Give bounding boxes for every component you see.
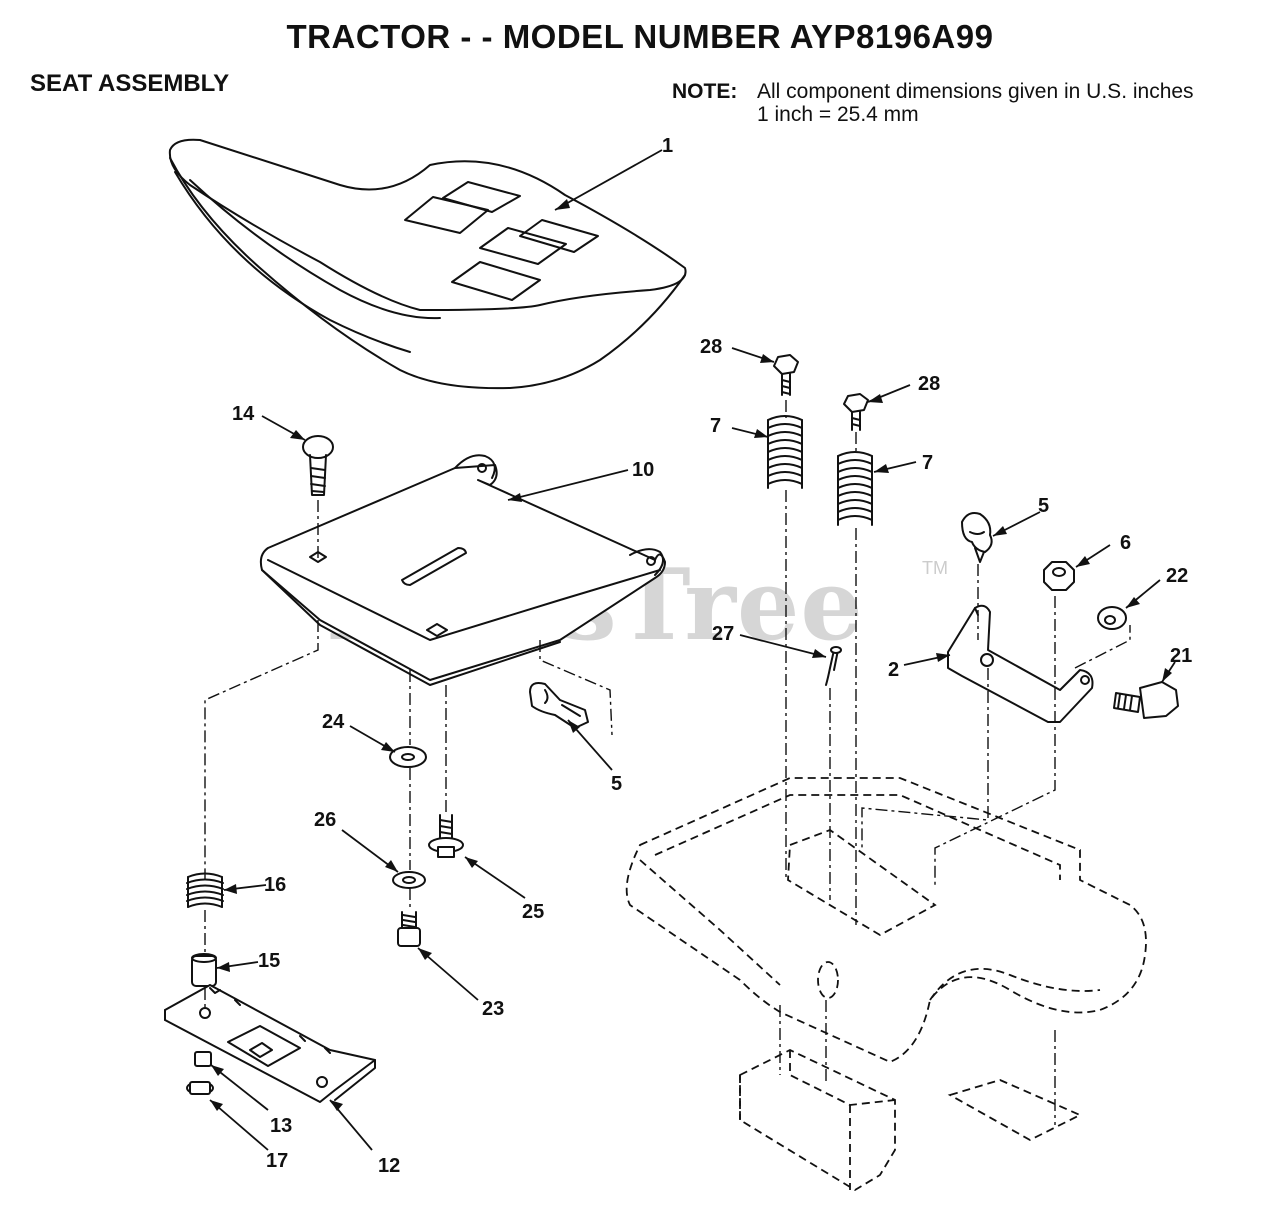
nut-part-13 xyxy=(194,1051,212,1067)
callout-10: 10 xyxy=(632,459,654,481)
seat-pan-part-10 xyxy=(259,454,666,686)
section-title: SEAT ASSEMBLY xyxy=(30,70,230,97)
leader-arrows xyxy=(210,199,1172,1111)
callout-13: 13 xyxy=(270,1115,292,1137)
callout-22: 22 xyxy=(1166,565,1188,587)
callout-24: 24 xyxy=(322,711,345,733)
washer-part-22 xyxy=(1097,606,1127,630)
callout-5-left: 5 xyxy=(611,773,622,795)
callout-27: 27 xyxy=(712,623,734,645)
callout-25: 25 xyxy=(522,901,544,923)
hair-pin-part-27 xyxy=(825,646,842,686)
callout-26: 26 xyxy=(314,809,336,831)
callout-1: 1 xyxy=(662,135,673,157)
note-label: NOTE: xyxy=(672,80,738,103)
alignment-lines xyxy=(204,400,1131,1125)
callout-labels: 1 14 10 24 26 25 23 16 15 13 17 12 5 28 … xyxy=(232,135,1192,1177)
lock-washer-part-26 xyxy=(392,871,426,889)
shoulder-bolt-part-21 xyxy=(1113,681,1179,719)
bolt-part-23 xyxy=(397,911,421,947)
callout-12: 12 xyxy=(378,1155,400,1177)
callout-14: 14 xyxy=(232,403,255,425)
callout-15: 15 xyxy=(258,950,280,972)
callout-17: 17 xyxy=(266,1150,288,1172)
clip-part-5-right xyxy=(961,512,993,563)
shoulder-bolt-part-25 xyxy=(428,814,464,858)
washer-part-24 xyxy=(389,746,427,768)
callout-7-right: 7 xyxy=(922,452,933,474)
callout-16: 16 xyxy=(264,874,286,896)
tractor-frame-reference xyxy=(625,777,1147,1192)
note-line-1: All component dimensions given in U.S. i… xyxy=(757,80,1194,103)
note-line-2: 1 inch = 25.4 mm xyxy=(757,103,919,126)
callout-28-left: 28 xyxy=(700,336,722,358)
bracket-part-12 xyxy=(164,984,376,1103)
callout-2: 2 xyxy=(888,659,899,681)
spacer-part-15 xyxy=(191,953,217,987)
cap-screw-part-28-left xyxy=(773,354,799,396)
flange-nut-part-17 xyxy=(186,1081,214,1095)
watermark-tm: TM xyxy=(922,558,948,578)
carriage-bolt-part-14 xyxy=(302,435,334,496)
page-title: TRACTOR - - MODEL NUMBER AYP8196A99 xyxy=(286,18,994,55)
callout-23: 23 xyxy=(482,998,504,1020)
nut-part-6 xyxy=(1043,561,1075,591)
clip-part-5-left xyxy=(529,682,589,729)
cap-screw-part-28-right xyxy=(843,393,869,431)
callout-5-right: 5 xyxy=(1038,495,1049,517)
spring-part-7-right xyxy=(837,451,873,526)
callout-6: 6 xyxy=(1120,532,1131,554)
callout-7-left: 7 xyxy=(710,415,721,437)
callout-21: 21 xyxy=(1170,645,1192,667)
callout-28-right: 28 xyxy=(918,373,940,395)
spring-part-7-left xyxy=(767,415,803,489)
seat-part-1 xyxy=(168,138,687,390)
dimension-note: NOTE: All component dimensions given in U… xyxy=(672,80,1194,126)
bracket-part-2 xyxy=(947,604,1094,723)
